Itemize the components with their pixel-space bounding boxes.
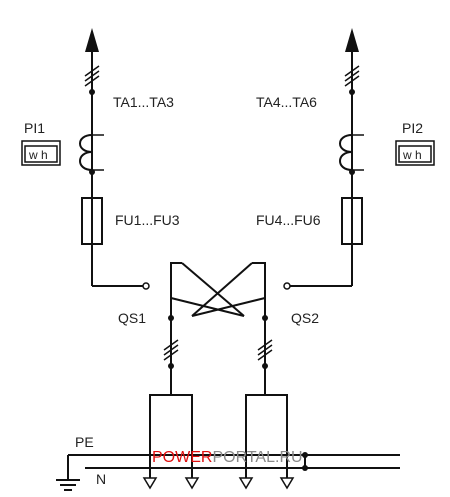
watermark-power: POWER — [152, 449, 212, 466]
label-fu-left: FU1...FU3 — [115, 212, 180, 228]
label-n: N — [96, 471, 106, 487]
right-energy-meter — [395, 140, 435, 166]
label-pe: PE — [75, 434, 94, 450]
changeover-switch — [168, 262, 268, 321]
left-outgoing-arrow — [85, 28, 99, 52]
left-current-transformer — [79, 134, 104, 171]
ground-symbol — [56, 455, 80, 491]
label-meter-left: w h — [28, 148, 48, 162]
lower-feeders — [56, 318, 400, 491]
right-branch — [283, 28, 435, 290]
right-current-transformer — [339, 134, 364, 171]
lower-left-three-phase-mark — [163, 339, 179, 361]
watermark: POWERPORTAL.RU — [152, 449, 303, 466]
right-outgoing-arrow — [345, 28, 359, 52]
label-ta-right: TA4...TA6 — [256, 94, 317, 110]
left-three-phase-mark — [84, 65, 100, 87]
left-switch-contact — [142, 282, 150, 290]
right-switch-contact — [283, 282, 291, 290]
label-qs-right: QS2 — [291, 310, 319, 326]
right-three-phase-mark — [344, 65, 360, 87]
watermark-portal: PORTAL.RU — [212, 449, 302, 466]
left-branch — [21, 28, 150, 290]
label-pi-right: PI2 — [402, 120, 423, 136]
label-fu-right: FU4...FU6 — [256, 212, 321, 228]
label-meter-right: w h — [402, 148, 422, 162]
lower-right-three-phase-mark — [257, 339, 273, 361]
label-qs-left: QS1 — [118, 310, 146, 326]
left-energy-meter — [21, 140, 61, 166]
label-ta-left: TA1...TA3 — [113, 94, 174, 110]
label-pi-left: PI1 — [24, 120, 45, 136]
load-arrows — [142, 477, 295, 490]
